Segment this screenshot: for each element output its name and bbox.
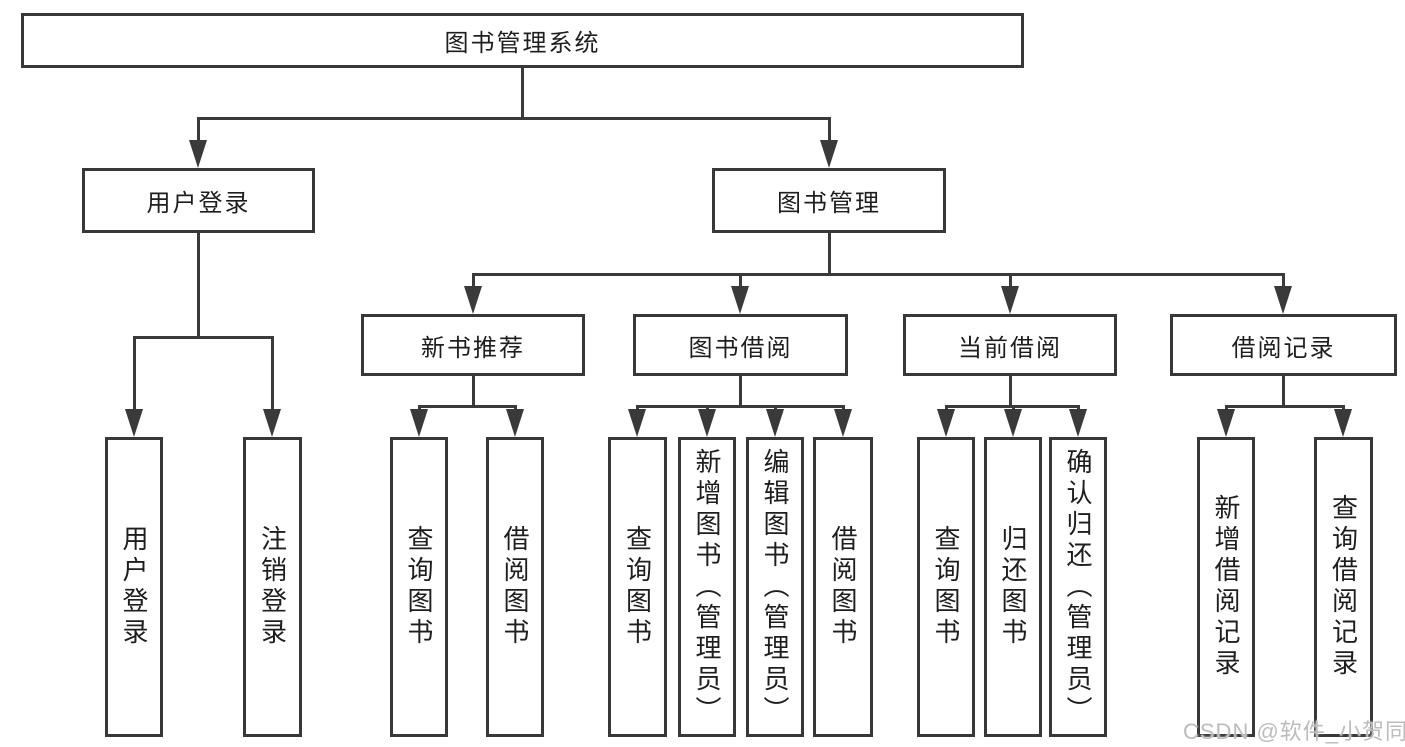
leaf-query-books-borrowing: 查询图书 [608, 437, 667, 737]
connector-line [472, 273, 1285, 276]
arrow-down-icon [731, 286, 749, 314]
arrow-down-icon [766, 409, 784, 437]
connector-line [521, 68, 524, 118]
leaf-edit-book-admin: 编辑图书（管理员） [746, 437, 804, 737]
node-root-library-management-system: 图书管理系统 [21, 13, 1024, 68]
connector-line [133, 336, 274, 339]
arrow-down-icon [1334, 409, 1352, 437]
connector-line [1225, 405, 1345, 408]
connector-line [828, 117, 831, 143]
connector-line [1009, 376, 1012, 408]
connector-line [1009, 273, 1012, 289]
arrow-down-icon [125, 409, 143, 437]
connector-line [739, 376, 742, 408]
node-user-login: 用户登录 [82, 168, 315, 233]
connector-line [739, 273, 742, 289]
arrow-down-icon [937, 409, 955, 437]
connector-line [472, 376, 475, 408]
arrow-down-icon [189, 140, 207, 168]
node-current-borrowing: 当前借阅 [903, 314, 1117, 376]
node-new-book-recommendation: 新书推荐 [361, 314, 585, 376]
leaf-confirm-return-admin: 确认归还（管理员） [1049, 437, 1107, 737]
leaf-add-book-admin: 新增图书（管理员） [678, 437, 736, 737]
arrow-down-icon [1217, 409, 1235, 437]
csdn-watermark: CSDN @软件_小贺同学 [1183, 719, 1405, 744]
leaf-borrow-books-recommendation: 借阅图书 [486, 437, 544, 737]
arrow-down-icon [464, 286, 482, 314]
leaf-query-borrow-record: 查询借阅记录 [1314, 437, 1373, 737]
arrow-down-icon [1001, 286, 1019, 314]
connector-line [197, 233, 200, 339]
leaf-logout: 注销登录 [243, 437, 302, 737]
connector-line [828, 233, 831, 276]
arrow-down-icon [834, 409, 852, 437]
arrow-down-icon [820, 140, 838, 168]
connector-line [1282, 376, 1285, 408]
arrow-down-icon [1004, 409, 1022, 437]
arrow-down-icon [506, 409, 524, 437]
connector-line [271, 336, 274, 412]
connector-line [197, 117, 200, 143]
leaf-user-login: 用户登录 [105, 437, 163, 737]
leaf-return-book: 归还图书 [984, 437, 1042, 737]
connector-line [472, 273, 475, 289]
arrow-down-icon [698, 409, 716, 437]
leaf-borrow-books: 借阅图书 [813, 437, 873, 737]
leaf-add-borrow-record: 新增借阅记录 [1197, 437, 1255, 737]
connector-line [197, 117, 831, 120]
node-borrowing-records: 借阅记录 [1170, 314, 1397, 376]
arrow-down-icon [1274, 286, 1292, 314]
arrow-down-icon [263, 409, 281, 437]
connector-line [418, 405, 517, 408]
leaf-query-books-recommendation: 查询图书 [390, 437, 448, 737]
connector-line [133, 336, 136, 412]
arrow-down-icon [410, 409, 428, 437]
leaf-query-books-current: 查询图书 [917, 437, 975, 737]
arrow-down-icon [1069, 409, 1087, 437]
arrow-down-icon [628, 409, 646, 437]
node-book-borrowing: 图书借阅 [633, 314, 848, 376]
connector-line [1282, 273, 1285, 289]
connector-line [636, 405, 845, 408]
node-book-management: 图书管理 [712, 168, 946, 233]
